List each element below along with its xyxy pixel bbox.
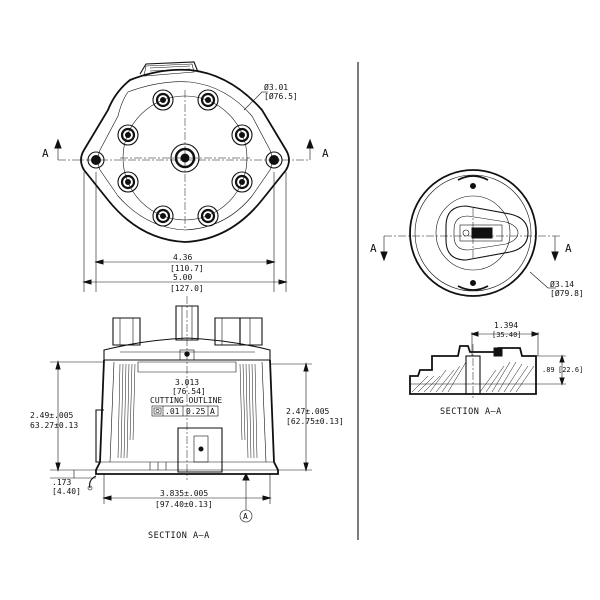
rotor-height-dim-mm: [22.6] <box>558 366 583 374</box>
rotor-top-dim-mm: [35.40] <box>492 331 522 339</box>
rotor-section-marker-right: A <box>565 242 572 255</box>
rotor-top-dim: 1.394 <box>494 321 518 330</box>
section-marker-right: A <box>322 147 329 160</box>
base-width-label-mm: [97.40±0.13] <box>155 500 213 509</box>
right-height-label: 2.47±.005 <box>286 407 330 416</box>
cap-top-view: A A <box>42 61 329 293</box>
cap-diameter-label: Ø3.01 <box>264 82 288 92</box>
wall-hatching <box>117 363 258 459</box>
tolerance-a: .01 <box>165 407 180 416</box>
section-caption-left: SECTION A–A <box>148 531 210 541</box>
right-height-label-mm: [62.75±0.13] <box>286 417 344 426</box>
rotor-hatching <box>411 361 535 393</box>
small-dim-label-mm: [4.40] <box>52 487 81 496</box>
cutting-outline-label: CUTTING OUTLINE <box>150 396 222 405</box>
width-outer-label-mm: [127.0] <box>170 284 204 293</box>
height-inner-label-mm: [76.54] <box>172 387 206 396</box>
datum-circle <box>239 509 253 523</box>
rotor-blade <box>445 205 529 261</box>
width-outer-label: 5.00 <box>173 273 192 282</box>
cap-diameter-label-mm: [Ø76.5] <box>264 91 298 101</box>
small-dim-label: .173 <box>52 478 71 487</box>
tolerance-b: 0.25 <box>186 407 205 416</box>
tolerance-c: A <box>210 407 215 416</box>
width-inner-label-mm: [110.7] <box>170 264 204 273</box>
cap-section-view: 3.013 [76.54] CUTTING OUTLINE .01 0.25 A… <box>30 296 344 541</box>
left-height-label-mm: 63.27±0.13 <box>30 421 78 430</box>
mount-hole-right <box>265 151 283 169</box>
rotor-outer-circle <box>409 169 537 297</box>
mount-hole-left <box>87 151 105 169</box>
rotor-top-view: A A Ø3.14 [Ø79.8] <box>370 169 584 298</box>
rotor-diameter-label: Ø3.14 <box>550 279 574 289</box>
plug-towers <box>117 89 253 227</box>
vent-tab <box>139 61 199 75</box>
left-height-label: 2.49±.005 <box>30 411 74 420</box>
rotor-section-marker-left: A <box>370 242 377 255</box>
rotor-diameter-label-mm: [Ø79.8] <box>550 288 584 298</box>
cap-outline <box>80 68 290 243</box>
tolerance-frame: .01 0.25 A <box>151 405 219 417</box>
rotor-height-dim: .89 <box>542 366 555 374</box>
rotor-section-outline <box>409 345 537 395</box>
base-width-label: 3.835±.005 <box>160 489 208 498</box>
width-inner-label: 4.36 <box>173 253 192 262</box>
section-caption-right: SECTION A–A <box>440 407 502 417</box>
rotor-section-view: 1.394 [35.40] <box>409 321 583 417</box>
height-inner-label: 3.013 <box>175 378 199 387</box>
datum-label: A <box>243 512 248 521</box>
section-marker-left: A <box>42 147 49 160</box>
